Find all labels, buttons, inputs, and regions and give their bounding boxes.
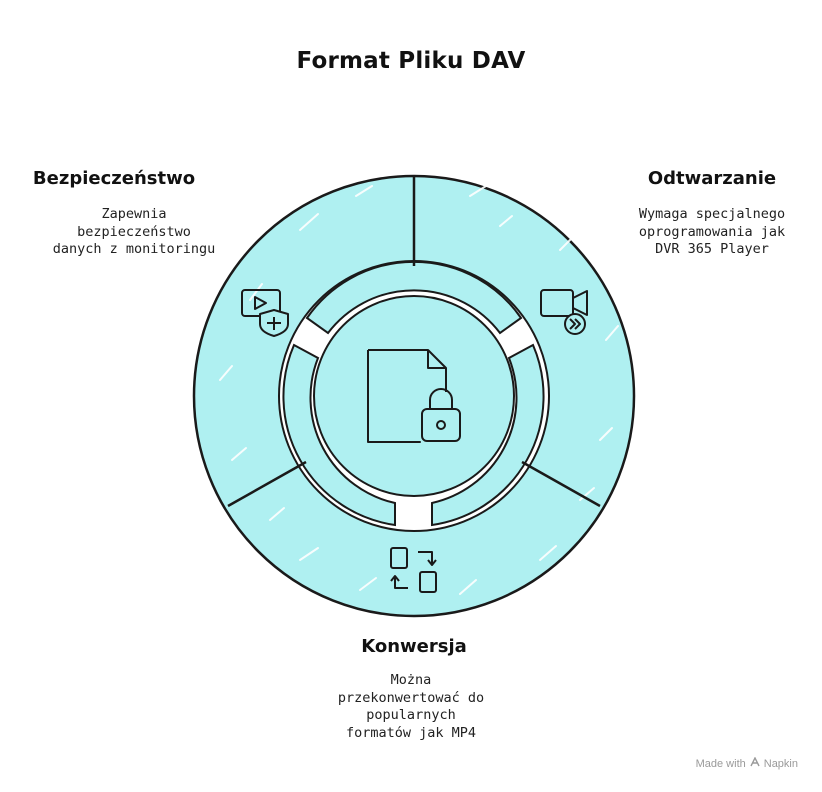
desc-line: danych z monitoringu bbox=[52, 241, 216, 257]
locked-file-icon bbox=[367, 349, 461, 443]
section-title-konwersja: Konwersja bbox=[361, 636, 467, 657]
section-desc-odtwarzanie: Wymaga specjalnego oprogramowania jak DV… bbox=[612, 206, 812, 259]
napkin-brand-label: Napkin bbox=[763, 757, 798, 770]
segment-dividers bbox=[227, 176, 601, 508]
center-circle bbox=[313, 295, 515, 497]
desc-line: Wymaga specjalnego bbox=[638, 206, 786, 222]
hatch-texture bbox=[219, 185, 619, 595]
inner-ring bbox=[282, 260, 545, 527]
napkin-logo-icon bbox=[750, 756, 760, 770]
desc-line: DVR 365 Player bbox=[655, 241, 769, 257]
desc-line: Można bbox=[390, 672, 432, 688]
inner-arc-top bbox=[305, 260, 523, 335]
inner-arc-left bbox=[282, 343, 396, 527]
page-title: Format Pliku DAV bbox=[296, 48, 526, 74]
napkin-footer[interactable]: Made with Napkin bbox=[695, 756, 798, 770]
video-fast-forward-icon bbox=[540, 289, 588, 335]
desc-line: przekonwertować do bbox=[337, 689, 485, 706]
desc-line: bezpieczeństwo bbox=[77, 223, 191, 240]
desc-line: formatów jak MP4 bbox=[345, 724, 477, 741]
desc-line: oprogramowania jak bbox=[638, 223, 786, 240]
made-with-label: Made with bbox=[695, 757, 746, 770]
desc-line: popularnych bbox=[366, 707, 456, 723]
video-shield-icon bbox=[241, 289, 289, 337]
file-convert-icon bbox=[390, 547, 437, 593]
section-title-bezpieczenstwo: Bezpieczeństwo bbox=[32, 168, 196, 189]
inner-arc-right bbox=[431, 343, 545, 527]
section-desc-bezpieczenstwo: Zapewnia bezpieczeństwo danych z monitor… bbox=[34, 206, 234, 259]
section-title-odtwarzanie: Odtwarzanie bbox=[647, 168, 777, 189]
desc-line: Zapewnia bbox=[101, 206, 167, 222]
section-desc-konwersja: Można przekonwertować do popularnych for… bbox=[311, 672, 511, 742]
